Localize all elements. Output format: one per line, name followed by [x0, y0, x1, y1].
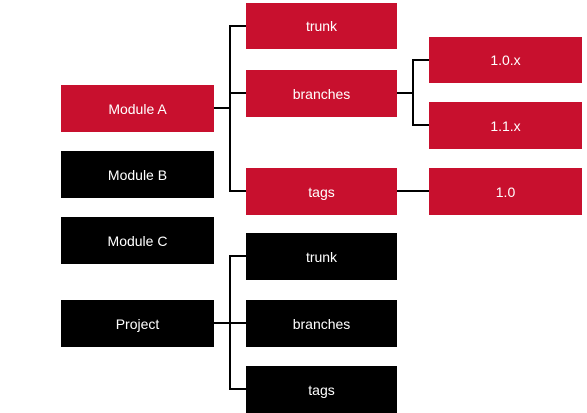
module-a-branches-label: branches: [292, 85, 351, 102]
module-a-trunk-label: trunk: [305, 18, 338, 34]
project-tags-label: tags: [308, 381, 335, 398]
connector-lines: [213, 25, 430, 390]
branch-1-0-x-label: 1.0.x: [490, 52, 521, 68]
project-label: Project: [115, 315, 160, 332]
project-tags-node: tags: [246, 366, 397, 413]
module-b-label: Module B: [107, 166, 168, 183]
module-c-label: Module C: [107, 232, 168, 249]
module-a-trunk-node: trunk: [246, 3, 397, 49]
branch-1-1-x-node: 1.1.x: [429, 102, 582, 149]
module-a-label: Module A: [108, 100, 167, 117]
module-a-branches-node: branches: [246, 70, 397, 117]
svn-structure-diagram: Module A Module B Module C Project trunk…: [61, 3, 582, 413]
module-a-tags-label: tags: [308, 183, 335, 200]
tag-1-0-node: 1.0: [429, 168, 582, 215]
project-branches-label: branches: [292, 315, 351, 332]
module-c-node: Module C: [61, 217, 214, 264]
tag-1-0-label: 1.0: [495, 183, 516, 200]
project-branches-node: branches: [246, 300, 397, 347]
project-trunk-node: trunk: [246, 233, 397, 280]
project-trunk-label: trunk: [305, 248, 338, 265]
project-node: Project: [61, 300, 214, 347]
module-a-tags-node: tags: [246, 168, 397, 215]
module-a-node: Module A: [61, 85, 214, 132]
branch-1-0-x-node: 1.0.x: [429, 37, 582, 83]
module-b-node: Module B: [61, 151, 214, 198]
branch-1-1-x-label: 1.1.x: [490, 117, 521, 134]
